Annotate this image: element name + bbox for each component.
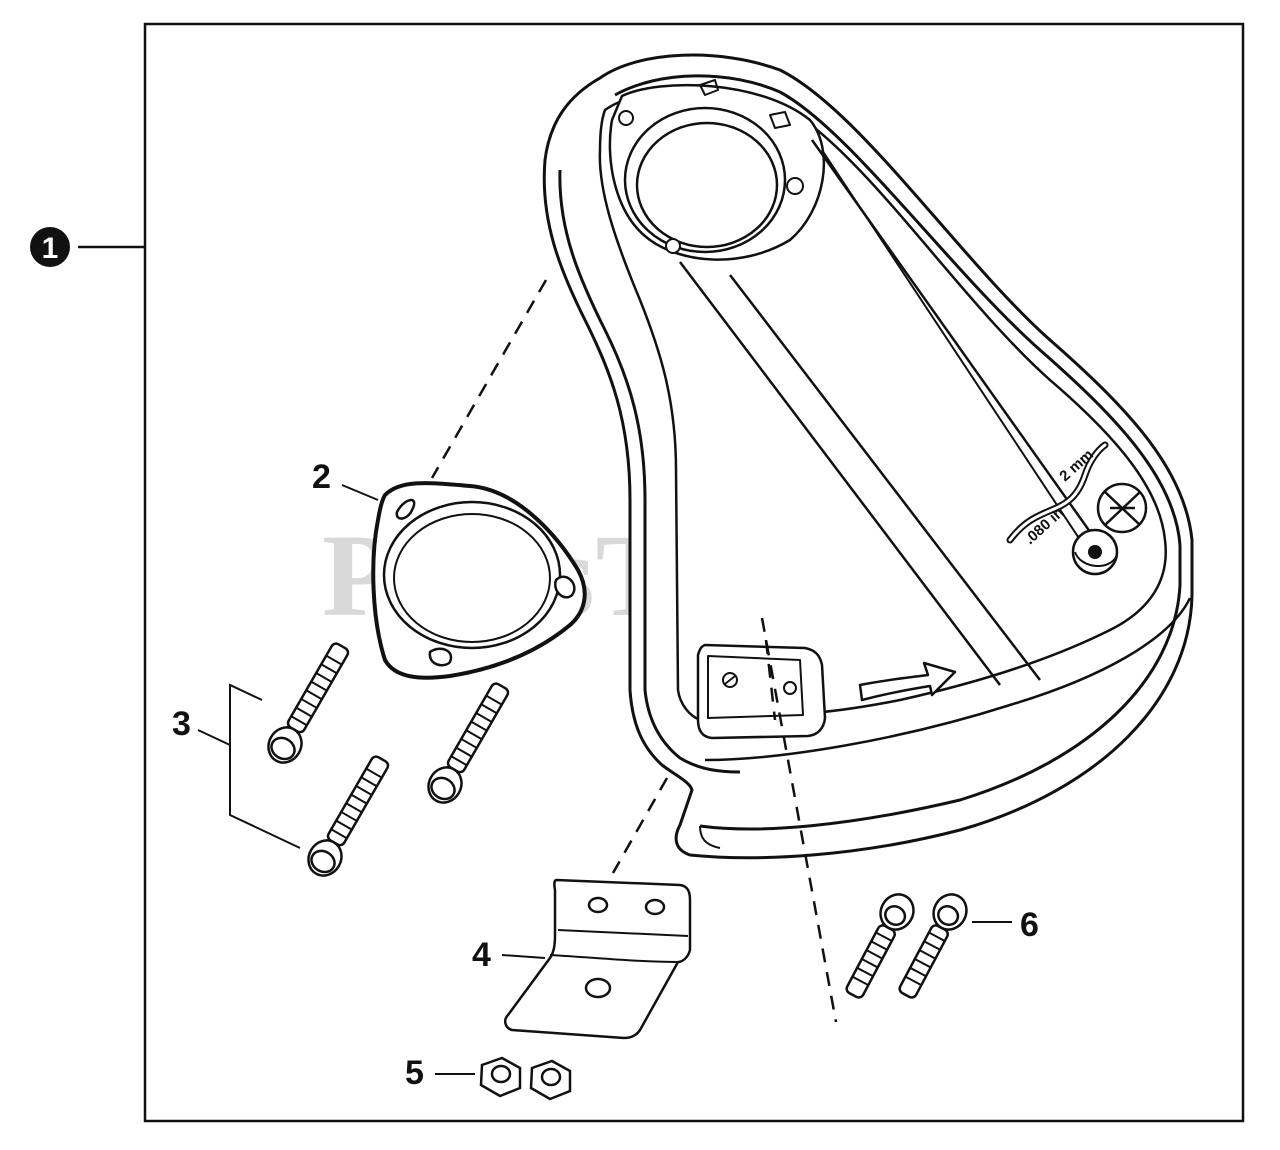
callout-4[interactable]: 4	[472, 936, 546, 974]
screw-3c[interactable]	[302, 751, 396, 881]
flange-plate[interactable]	[371, 481, 587, 680]
callout-4-label: 4	[472, 936, 491, 974]
callout-3-label: 3	[172, 705, 191, 743]
callout-6[interactable]: 6	[972, 906, 1039, 944]
nut-5b[interactable]	[529, 1059, 572, 1101]
screw-3b[interactable]	[422, 678, 516, 808]
flange-screws[interactable]	[262, 638, 516, 881]
kit-frame	[143, 22, 1245, 1123]
callout-1-label: 1	[42, 232, 59, 265]
callout-6-label: 6	[1020, 906, 1039, 944]
callout-3[interactable]: 3	[172, 683, 301, 849]
bracket-screws[interactable]	[839, 889, 973, 1003]
line-cutter-bracket[interactable]	[503, 878, 692, 1040]
callout-5[interactable]: 5	[405, 1054, 475, 1092]
assembly-lines	[430, 279, 838, 1023]
nut-5a[interactable]	[479, 1056, 522, 1098]
screw-6b[interactable]	[892, 889, 973, 1003]
screw-6a[interactable]	[839, 889, 920, 1003]
callout-2-label: 2	[312, 458, 331, 496]
callout-1[interactable]: 1	[30, 227, 145, 267]
callout-5-label: 5	[405, 1054, 424, 1092]
screw-3a[interactable]	[262, 638, 356, 768]
hex-nuts[interactable]	[479, 1056, 572, 1101]
trimmer-guard[interactable]	[542, 53, 1194, 860]
callout-2[interactable]: 2	[312, 458, 379, 501]
